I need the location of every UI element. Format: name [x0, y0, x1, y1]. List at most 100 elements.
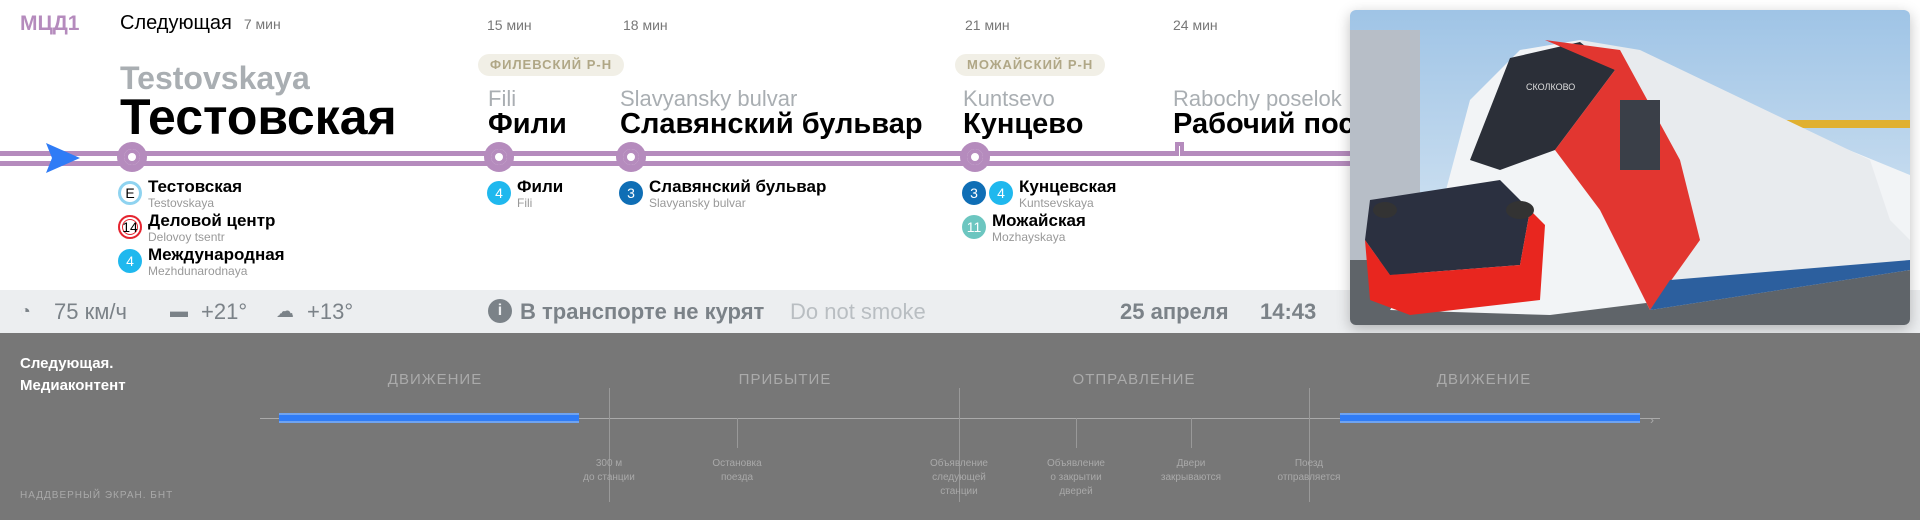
transfer-name: Тестовская — [148, 177, 243, 196]
timeline-panel: Следующая. Медиаконтент ДВИЖЕНИЕ ПРИБЫТИЕ… — [0, 333, 1920, 520]
transfer-lat: Slavyansky bulvar — [649, 196, 746, 210]
current-station-lat: Testovskaya — [120, 60, 310, 96]
next-minutes: 7 мин — [243, 16, 281, 32]
event-text: Поезд — [1294, 458, 1324, 469]
station-lat: Fili — [488, 86, 517, 111]
outside-temperature: +13° — [307, 299, 354, 324]
event-text: о закрытии — [1050, 472, 1102, 483]
station-name: Кунцево — [963, 108, 1084, 140]
event-text: дверей — [1059, 486, 1093, 497]
progress-segment — [1340, 413, 1640, 423]
transfer-name: Деловой центр — [148, 211, 276, 230]
event-label: Объявление следующей станции — [914, 457, 1004, 499]
line-e-icon: E — [118, 181, 142, 205]
event-tick — [737, 418, 738, 448]
current-station-name: Тестовская — [120, 89, 397, 145]
phase-divider — [1309, 388, 1310, 502]
transfer-lat: Delovoy tsentr — [148, 230, 225, 244]
info-icon: i — [488, 299, 512, 323]
event-label: Остановка поезда — [692, 457, 782, 485]
event-tick — [1076, 418, 1077, 448]
transfer-name: Фили — [517, 177, 564, 196]
speedometer-icon: ◔ — [20, 301, 31, 321]
line-4-icon: 4 — [487, 181, 511, 205]
station-lat: Slavyansky bulvar — [620, 86, 798, 111]
line-14-icon: 14 — [118, 215, 142, 239]
footer-label: НАДДВЕРНЫЙ ЭКРАН. БНТ — [20, 490, 174, 501]
title-line: Медиаконтент — [20, 377, 126, 394]
line-4-icon: 4 — [118, 249, 142, 273]
progress-segment — [279, 413, 579, 423]
title-line: Следующая. — [20, 355, 114, 372]
transfer-lat: Mezhdunarodnaya — [148, 264, 248, 278]
district-badge: МОЖАЙСКИЙ Р-Н — [955, 54, 1106, 76]
notice-en: Do not smoke — [790, 299, 926, 324]
transfer-name: Славянский бульвар — [649, 177, 827, 196]
event-tick — [1191, 418, 1192, 448]
minutes-kuntsevo: 21 мин — [965, 17, 1010, 33]
district-badge: ФИЛЕВСКИЙ Р-Н — [478, 54, 625, 76]
phase-divider — [959, 388, 960, 502]
next-label: Следующая — [120, 12, 232, 34]
train-image: СКОЛКОВО — [1350, 10, 1910, 325]
minutes-fili: 15 мин — [487, 17, 532, 33]
station-marker — [616, 142, 646, 172]
train-car-icon: ▬ — [170, 301, 188, 321]
station-marker — [484, 142, 514, 172]
line-name: МЦД1 — [20, 12, 80, 35]
train-destination-sign: СКОЛКОВО — [1526, 82, 1575, 92]
event-text: Остановка — [712, 458, 762, 469]
event-label: Поезд отправляется — [1264, 457, 1354, 485]
transfer-lat: Fili — [517, 196, 533, 210]
phase-label: ДВИЖЕНИЕ — [387, 371, 483, 388]
phase-label: ДВИЖЕНИЕ — [1436, 371, 1532, 388]
event-text: Двери — [1176, 458, 1206, 469]
date: 25 апреля — [1120, 299, 1229, 324]
line-4-icon: 4 — [989, 181, 1013, 205]
transfer-name: Можайская — [992, 211, 1086, 230]
event-text: следующей — [932, 472, 986, 483]
train-position-arrow-icon — [46, 143, 80, 173]
train-photo: СКОЛКОВО — [1350, 10, 1910, 325]
station-marker — [960, 142, 990, 172]
transfer-lat: Mozhayskaya — [992, 230, 1066, 244]
transfer-name: Кунцевская — [1019, 177, 1117, 196]
timeline-title: Следующая. Медиаконтент — [20, 353, 126, 397]
phase-divider — [609, 388, 610, 502]
minutes-slavyansky: 18 мин — [623, 17, 668, 33]
phase-label: ПРИБЫТИЕ — [738, 371, 832, 388]
next-station-label: Следующая 7 мин — [120, 12, 281, 35]
transfer-lat: Testovskaya — [148, 196, 215, 210]
line-track — [0, 161, 1360, 166]
minutes-rabochy: 24 мин — [1173, 17, 1218, 33]
line-11-icon: 11 — [962, 215, 986, 239]
event-text: отправляется — [1277, 472, 1341, 483]
station-marker-rabochy — [1175, 142, 1184, 156]
transfer-name: Международная — [148, 245, 285, 264]
event-text: поезда — [720, 472, 754, 483]
station-marker — [117, 142, 147, 172]
line-3-icon: 3 — [962, 181, 986, 205]
station-lat: Kuntsevo — [963, 86, 1055, 111]
station-name: Фили — [488, 108, 567, 140]
event-text: Объявление — [930, 458, 988, 469]
line-track — [0, 151, 1360, 156]
inside-temperature: +21° — [201, 299, 248, 324]
axis-arrow-icon: › — [1650, 413, 1654, 427]
time: 14:43 — [1260, 299, 1317, 324]
event-text: станции — [940, 486, 978, 497]
phase-label: ОТПРАВЛЕНИЕ — [1072, 371, 1196, 388]
